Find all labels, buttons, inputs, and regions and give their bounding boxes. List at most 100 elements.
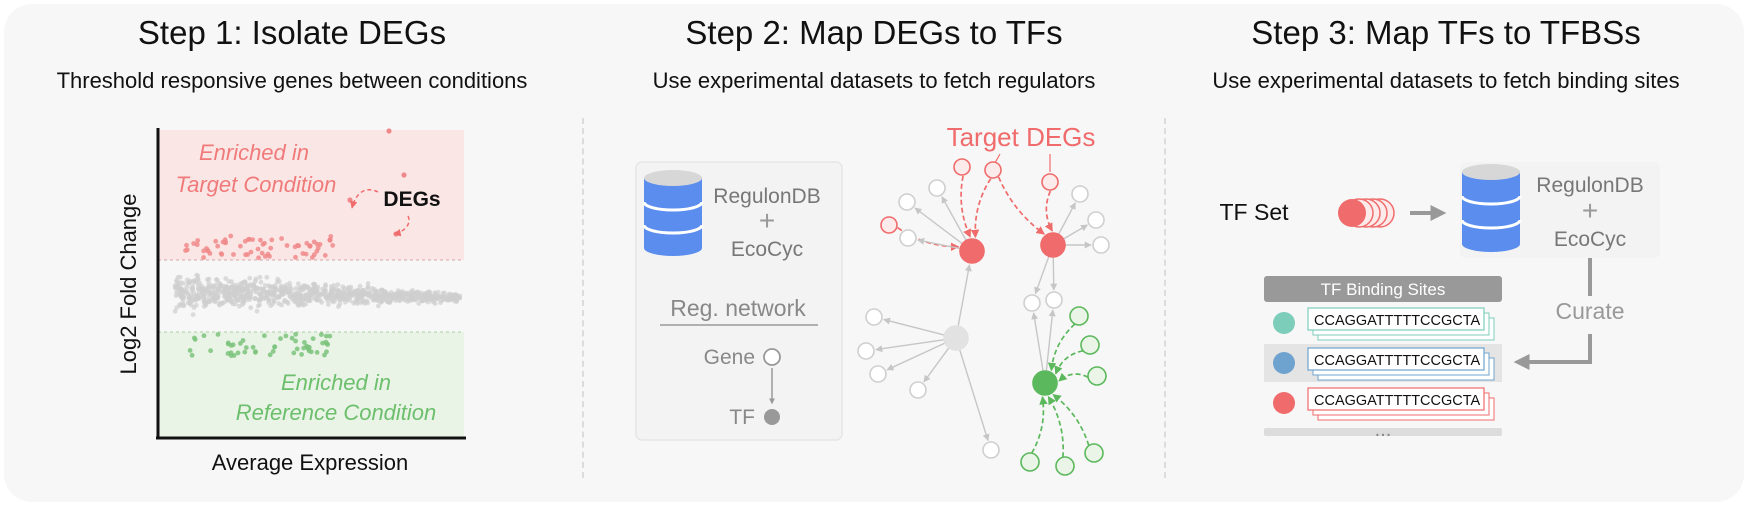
scatter-point	[342, 299, 348, 305]
scatter-point	[258, 290, 264, 296]
gene-node	[1023, 294, 1041, 312]
scatter-point-up	[238, 243, 243, 249]
scatter-point	[335, 288, 341, 294]
scatter-point	[203, 302, 209, 308]
table-header-bg	[1264, 276, 1502, 302]
scatter-point	[277, 279, 282, 284]
scatter-point	[258, 279, 264, 285]
scatter-point-up	[262, 240, 267, 246]
network-edge	[970, 178, 992, 239]
tf-dot-teal	[1273, 312, 1295, 334]
scatter-point-up	[330, 243, 336, 248]
scatter-point	[326, 302, 331, 307]
network-edge	[1052, 393, 1090, 446]
tf-node-grey	[943, 325, 969, 351]
scatter-point	[399, 294, 404, 300]
scatter-point	[385, 299, 390, 305]
scatter-point-up	[205, 248, 211, 253]
scatter-point-down	[187, 348, 193, 353]
enriched-target-line2: Target Condition	[176, 172, 337, 197]
scatter-point	[219, 300, 224, 306]
scatter-point-up	[195, 238, 201, 243]
network-edge	[1047, 323, 1076, 372]
regulatory-network	[857, 158, 1110, 476]
scatter-point	[262, 283, 268, 288]
gene-node-green	[1055, 456, 1075, 476]
scatter-point-down	[231, 353, 237, 358]
gene-node	[1045, 291, 1063, 309]
scatter-point-up	[256, 255, 261, 261]
scatter-point-up	[268, 245, 274, 251]
scatter-point	[222, 293, 227, 299]
scatter-point-down	[243, 345, 249, 350]
sequence-2: CCAGGATTTTTCCGCTA	[1314, 353, 1481, 369]
scatter-point	[256, 286, 262, 291]
scatter-point	[372, 291, 378, 297]
scatter-point	[239, 302, 245, 307]
network-edge	[1047, 395, 1065, 458]
scatter-point	[428, 293, 434, 299]
scatter-point	[229, 279, 234, 284]
db-name-ecocyc: EcoCyc	[731, 238, 803, 261]
scatter-point	[205, 277, 210, 283]
database-icon	[642, 170, 704, 256]
scatter-point	[330, 299, 336, 305]
scatter-point	[416, 301, 422, 306]
scatter-point	[181, 280, 186, 286]
network-edge	[1045, 309, 1056, 375]
scatter-point-down	[272, 344, 277, 350]
scatter-point	[268, 292, 274, 298]
scatter-point-down	[250, 344, 256, 350]
scatter-point-down	[201, 333, 207, 339]
scatter-point	[432, 301, 438, 306]
scatter-point-up	[295, 243, 300, 248]
scatter-point-down	[226, 341, 231, 347]
scatter-point-up	[258, 237, 263, 243]
scatter-point	[247, 282, 253, 287]
scatter-point-down	[189, 352, 195, 358]
scatter-point	[195, 282, 201, 288]
scatter-point	[279, 292, 285, 297]
table-row: CCAGGATTTTTCCGCTA	[1273, 307, 1495, 341]
scatter-point	[292, 299, 297, 304]
scatter-point	[360, 291, 366, 297]
scatter-point	[295, 294, 301, 300]
scatter-point	[193, 302, 199, 308]
scatter-point	[195, 277, 201, 283]
scatter-point-up	[262, 254, 268, 259]
scatter-point-up	[311, 252, 317, 258]
enriched-reference-line2: Reference Condition	[236, 400, 437, 425]
scatter-point	[268, 303, 274, 309]
scatter-point	[264, 274, 270, 280]
scatter-point	[312, 282, 317, 288]
scatter-point	[365, 285, 371, 290]
scatter-point	[352, 288, 358, 294]
scatter-point	[207, 298, 213, 304]
divider-2	[1164, 118, 1166, 478]
scatter-point-down	[294, 346, 300, 352]
scatter-point	[210, 290, 216, 295]
gene-node	[1087, 211, 1105, 229]
scatter-point	[215, 294, 221, 299]
scatter-point-up	[255, 246, 261, 252]
scatter-point-down	[215, 332, 221, 337]
scatter-point-down	[230, 342, 236, 348]
scatter-point	[206, 287, 212, 292]
scatter-point-up	[259, 250, 265, 256]
scatter-point	[258, 297, 263, 302]
network-edge	[1034, 253, 1051, 295]
scatter-point	[255, 303, 261, 309]
scatter-point	[223, 276, 229, 281]
tf-dot-red	[1273, 392, 1295, 414]
scatter-point-up	[269, 237, 275, 243]
target-deg-node	[984, 161, 1002, 179]
scatter-point	[394, 294, 400, 300]
scatter-point	[248, 305, 254, 311]
scatter-point	[190, 312, 196, 317]
step2-subtitle: Use experimental datasets to fetch regul…	[652, 68, 1096, 93]
table-header: TF Binding Sites	[1321, 280, 1446, 299]
tf-node-green	[1032, 370, 1058, 396]
scatter-point-up	[303, 251, 309, 257]
network-edge	[1060, 224, 1089, 242]
scatter-point-up	[194, 242, 200, 248]
